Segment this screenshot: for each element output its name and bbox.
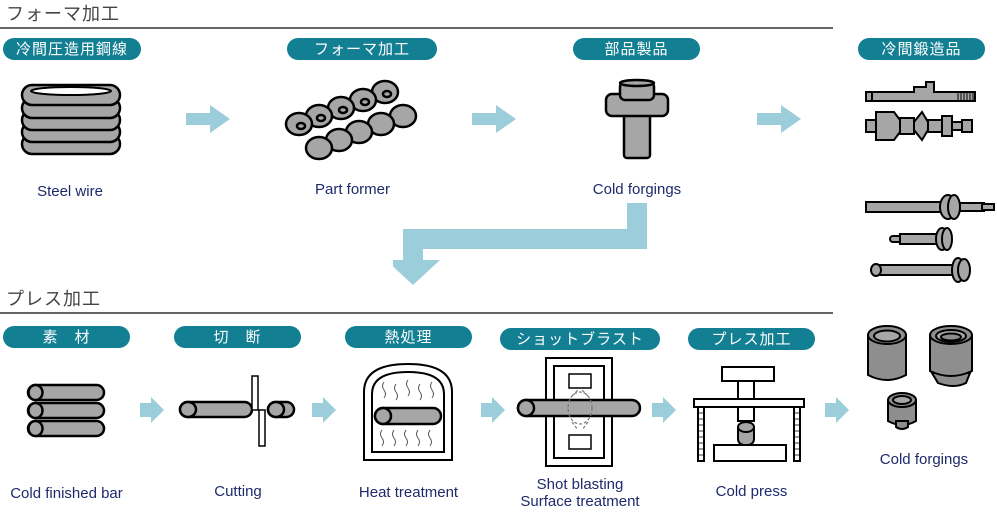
press-icon [693,366,805,462]
cutting-icon [178,375,296,447]
bars-icon [26,383,106,438]
step-label-heat-treatment: 熱処理 [345,326,472,348]
part-former-icon [284,79,418,161]
caption-cutting: Cutting [214,483,262,500]
furnace-icon [363,362,453,461]
step-label-parts: 部品製品 [573,38,700,60]
caption-steel-wire: Steel wire [37,183,103,200]
bent-flow-arrow-icon [393,203,647,285]
caption-part-former: Part former [314,181,390,198]
flow-arrow-icon [757,105,801,133]
step-label-material: 素 材 [3,326,130,348]
caption-cold-forgings-former: Cold forgings [592,181,682,198]
section-divider-press [0,312,833,314]
cold-forging-pins-icon [865,194,995,283]
flow-arrow-icon [140,397,164,423]
step-label-shot-blast: ショットブラスト [500,328,660,350]
caption-shot-blasting-line1: Shot blasting [536,476,624,493]
flow-arrow-icon [312,397,336,423]
cold-forging-part-icon [604,78,670,160]
flow-arrow-icon [186,105,230,133]
section-divider-former [0,27,833,29]
step-label-steel-wire: 冷間圧造用鋼線 [3,38,141,60]
result-label: 冷間鍛造品 [858,38,985,60]
step-label-press: プレス加工 [688,328,815,350]
caption-shot-blasting-line2: Surface treatment [520,493,640,510]
step-label-cutting: 切 断 [174,326,301,348]
section-title-press: プレス加工 [6,289,101,310]
caption-shot-blasting: Shot blasting Surface treatment [500,476,660,510]
cold-forging-cups-icon [867,325,973,430]
caption-cold-forgings-result: Cold forgings [879,451,969,468]
steel-wire-coil-icon [20,83,122,156]
shot-blast-icon [516,357,642,467]
flow-arrow-icon [825,397,849,423]
cold-forging-shafts-icon [865,81,976,142]
flow-arrow-icon [472,105,516,133]
caption-heat-treatment: Heat treatment [358,484,459,501]
caption-cold-press: Cold press [715,483,788,500]
flow-arrow-icon [652,397,676,423]
step-label-part-former: フォーマ加工 [287,38,437,60]
section-title-former: フォーマ加工 [6,4,120,25]
caption-cold-finished-bar: Cold finished bar [10,485,123,502]
flow-arrow-icon [481,397,505,423]
